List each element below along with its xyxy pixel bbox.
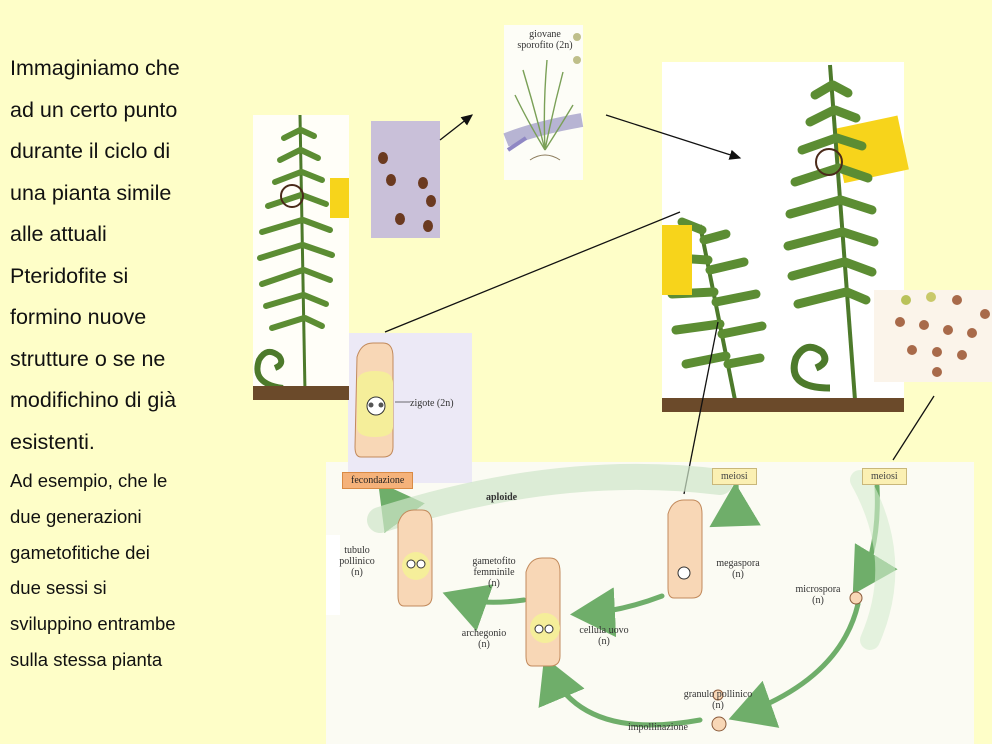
fern-left-image	[253, 114, 349, 400]
intro-line: formino nuove	[10, 305, 147, 329]
cycle-arrows	[367, 463, 898, 728]
intro-line: ad un certo punto	[10, 97, 178, 122]
meiosi-right-label: meiosi	[862, 468, 907, 485]
microspora-label: microspora (n)	[790, 584, 846, 606]
megaspora-label: megaspora (n)	[710, 558, 766, 580]
label-line: (n)	[478, 639, 490, 650]
intro-line: modifichino di già	[10, 388, 177, 412]
label-line: archegonio	[461, 628, 507, 639]
label-line: tubulo	[344, 545, 370, 556]
intro-line: durante il ciclo di	[10, 139, 171, 163]
label-line: (n)	[351, 567, 363, 578]
white-strip	[326, 535, 340, 615]
label-line: megaspora	[716, 558, 760, 569]
microspores-image	[874, 290, 992, 382]
archegonio-label: archegonio (n)	[456, 628, 512, 650]
label-line: gametofito	[472, 556, 516, 567]
intro-line: gametofitiche dei	[10, 541, 150, 563]
young-sporophyte-image	[503, 25, 584, 180]
label-line: sporofito (2n)	[517, 40, 573, 51]
intro-line: due sessi si	[10, 577, 107, 599]
intro-line: alle attuali	[10, 222, 107, 246]
label-line: granulo pollinico	[683, 689, 753, 700]
intro-line: due generazioni	[10, 505, 142, 527]
intro-line: esistenti.	[10, 429, 95, 454]
gametofito-femminile-label: gametofito femminile (n)	[466, 556, 522, 589]
intro-line: Immaginiamo che	[10, 56, 180, 80]
fern-large-image	[662, 62, 909, 412]
label-line: microspora	[795, 584, 841, 595]
cellula-uovo-label: cellula uovo (n)	[574, 625, 634, 647]
label-line: femminile	[473, 567, 515, 578]
intro-line: una pianta simile	[10, 180, 172, 205]
young-sporophyte-label: giovane sporofito (2n)	[508, 29, 582, 51]
fecondazione-label: fecondazione	[342, 472, 414, 489]
label-line: giovane	[529, 29, 561, 40]
intro-text: Immaginiamo che ad un certo punto durant…	[10, 48, 242, 678]
intro-line: Ad esempio, che le	[10, 470, 168, 491]
zygote-label: zigote (2n)	[410, 398, 454, 409]
tubulo-pollinico-label: tubulo pollinico (n)	[332, 545, 382, 578]
label-line: (n)	[732, 569, 744, 580]
label-line: (n)	[598, 636, 610, 647]
connector-lines	[384, 114, 935, 495]
granulo-pollinico-label: granulo pollinico (n)	[676, 689, 760, 711]
intro-line: sviluppino entrambe	[10, 613, 176, 635]
intro-line: strutture o se ne	[10, 346, 166, 371]
zygote-drawing	[354, 342, 410, 458]
label-line: (n)	[488, 578, 500, 589]
label-line: pollinico	[339, 556, 375, 567]
intro-line: sulla stessa pianta	[10, 648, 163, 670]
meiosi-left-label: meiosi	[712, 468, 757, 485]
label-line: cellula uovo	[579, 625, 629, 636]
label-line: (n)	[812, 595, 824, 606]
aploide-label: aploide	[486, 492, 518, 503]
spores-image	[371, 121, 440, 238]
label-line: (n)	[712, 700, 724, 711]
intro-line: Pteridofite si	[10, 263, 129, 288]
gametophyte-drawings	[397, 499, 863, 732]
impollinazione-label: impollinazione	[628, 722, 688, 733]
